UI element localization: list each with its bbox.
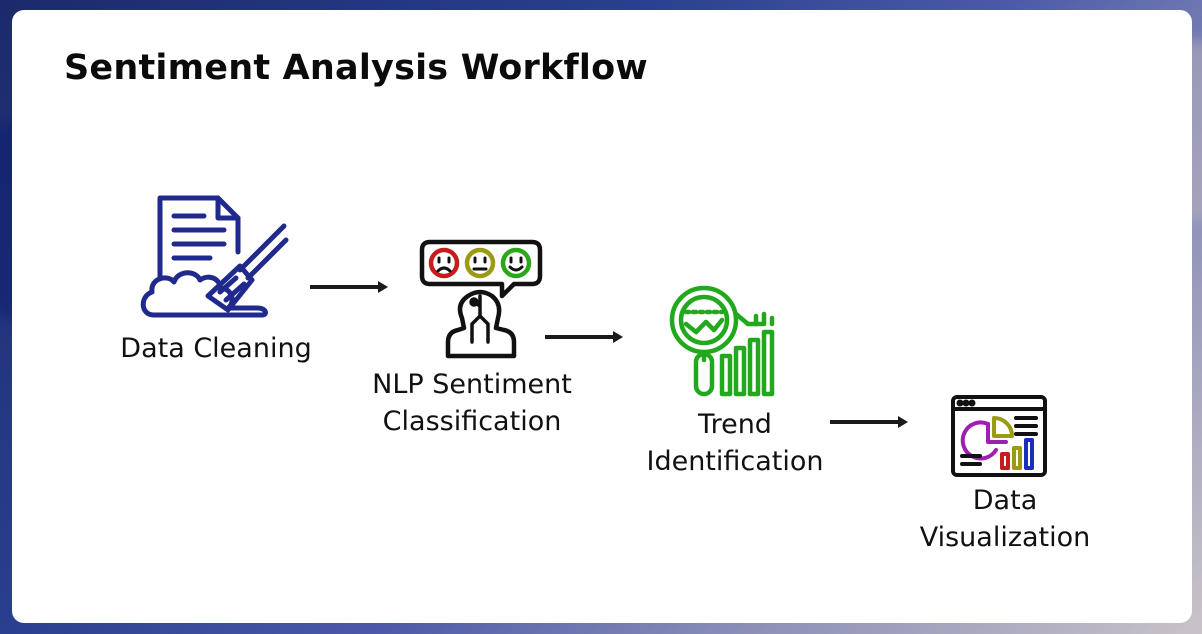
ai-head-emoji-rating-icon <box>419 239 543 359</box>
dashboard-pie-bar-chart-icon <box>951 395 1047 477</box>
step-label-line: Identification <box>646 446 824 477</box>
step-label-line: Visualization <box>919 522 1091 553</box>
step-label-line: NLP Sentiment <box>372 369 572 400</box>
step-label: Trend Identification <box>620 406 850 480</box>
flow-arrow <box>310 281 388 293</box>
step-label-line: Trend <box>698 409 772 440</box>
step-label-line: Classification <box>382 406 562 437</box>
document-cleaning-broom-icon <box>140 195 289 318</box>
magnifier-bar-chart-icon <box>669 285 775 397</box>
page-title: Sentiment Analysis Workflow <box>64 48 648 88</box>
step-label: NLP Sentiment Classification <box>342 366 602 440</box>
step-label: Data Cleaning <box>120 333 312 364</box>
step-label: Data Visualization <box>890 482 1120 556</box>
step-label-line: Data <box>972 485 1038 516</box>
flow-arrow <box>830 416 908 428</box>
flow-arrow <box>545 331 623 343</box>
workflow-card: Sentiment Analysis Workflow Data Cleanin… <box>12 10 1192 623</box>
